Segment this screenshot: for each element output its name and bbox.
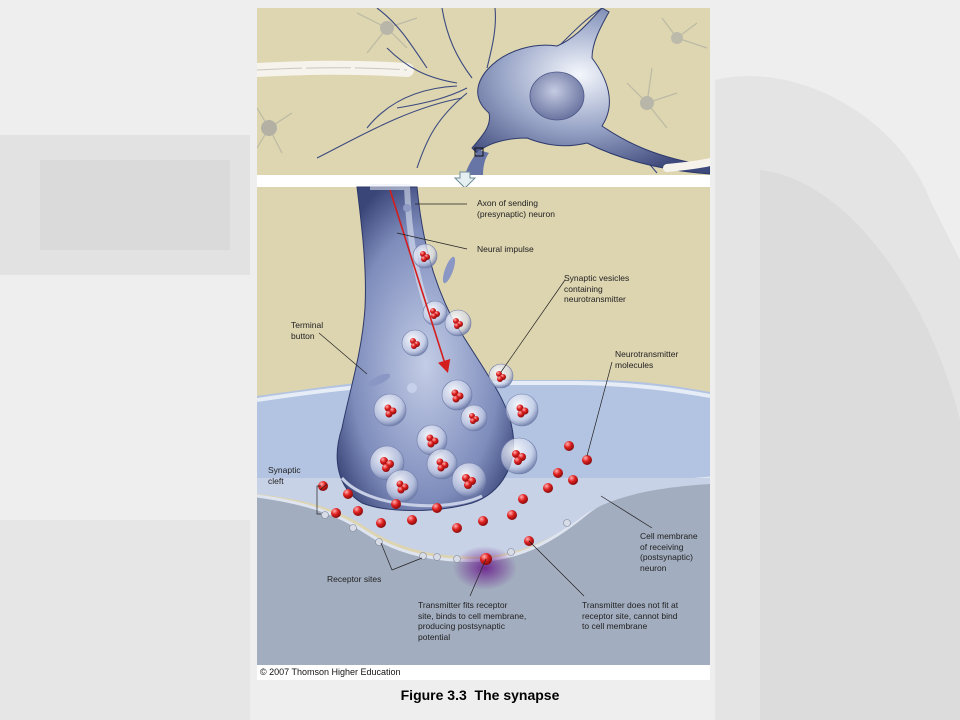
figure-number: Figure 3.3 [400, 687, 467, 703]
figure-caption: Figure 3.3 The synapse [0, 687, 960, 703]
copyright-notice: © 2007 Thomson Higher Education [260, 667, 401, 677]
label-transmitter-not-fit: Transmitter does not fit at receptor sit… [582, 600, 679, 631]
synapse-figure: Axon of sending (presynaptic) neuron Neu… [257, 8, 710, 680]
synaptic-vesicles [369, 243, 539, 503]
label-axon: Axon of sending (presynaptic) neuron [477, 198, 555, 219]
label-receptor-sites: Receptor sites [327, 574, 382, 584]
label-neural-impulse: Neural impulse [477, 244, 534, 254]
label-synaptic-vesicles: Synaptic vesicles containing neurotransm… [564, 273, 630, 304]
label-transmitter-fits: Transmitter fits receptor site, binds to… [418, 600, 527, 642]
label-neurotransmitter-molecules: Neurotransmitter molecules [615, 349, 679, 370]
label-terminal-button: Terminal button [291, 320, 324, 341]
zoom-arrow [453, 171, 477, 189]
neuron-overview-panel [257, 8, 710, 175]
synapse-detail-panel [257, 184, 710, 667]
label-synaptic-cleft: Synaptic cleft [268, 465, 301, 486]
synapse-illustration [257, 8, 710, 680]
label-cell-membrane: Cell membrane of receiving (postsynaptic… [640, 531, 698, 573]
figure-title: The synapse [474, 687, 560, 703]
